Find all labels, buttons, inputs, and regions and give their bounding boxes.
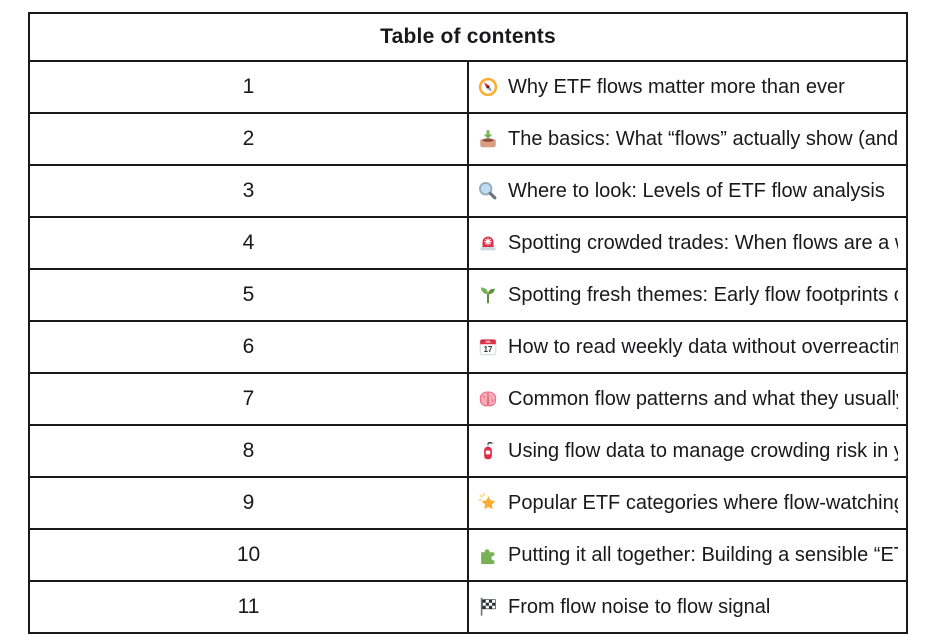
row-number: 11 [29,581,468,633]
siren-icon [477,232,499,254]
checkered-flag-icon [477,596,499,618]
row-title: How to read weekly data without overreac… [508,336,898,359]
row-number: 10 [29,529,468,581]
row-number: 6 [29,321,468,373]
row-number: 3 [29,165,468,217]
puzzle-piece-icon [477,544,499,566]
toc-title: Table of contents [29,13,907,61]
toc-row: 2 The basics: What “flows” actually show… [29,113,907,165]
row-title: Spotting crowded trades: When flows are … [508,232,898,255]
toc-row: 3 Where to look: Levels of ETF flow anal… [29,165,907,217]
toc-row: 11 From flow noise to flow signal [29,581,907,633]
compass-icon [477,76,499,98]
row-number: 9 [29,477,468,529]
toc-header-row: Table of contents [29,13,907,61]
row-number: 4 [29,217,468,269]
row-title: Putting it all together: Building a sens… [508,544,898,567]
toc-row: 9 Popular ETF categories where flow-watc… [29,477,907,529]
toc-row: 7 Common flow patterns and what they usu… [29,373,907,425]
row-title: The basics: What “flows” actually show (… [508,128,898,151]
inbox-tray-icon [477,128,499,150]
toc-row: 8 Using flow data to manage crowding ris… [29,425,907,477]
toc-row: 1 Why ETF flows matter more than ever [29,61,907,113]
svg-text:JUL: JUL [485,340,491,344]
toc-row: 10 Putting it all together: Building a s… [29,529,907,581]
svg-text:17: 17 [484,345,493,354]
toc-row: 5 Spotting fresh themes: Early flow foot… [29,269,907,321]
row-title: Popular ETF categories where flow-watchi… [508,492,898,515]
magnifying-glass-icon [477,180,499,202]
row-number: 7 [29,373,468,425]
fire-extinguisher-icon [477,440,499,462]
glowing-star-icon [477,492,499,514]
toc-table: Table of contents 1 Why ETF flows matter… [28,12,908,634]
row-number: 2 [29,113,468,165]
row-title: From flow noise to flow signal [508,596,770,619]
row-number: 1 [29,61,468,113]
row-number: 5 [29,269,468,321]
row-title: Where to look: Levels of ETF flow analys… [508,180,885,203]
row-number: 8 [29,425,468,477]
brain-icon [477,388,499,410]
row-title: Common flow patterns and what they usual… [508,388,898,411]
row-title: Using flow data to manage crowding risk … [508,440,898,463]
row-title: Spotting fresh themes: Early flow footpr… [508,284,898,307]
toc-row: 4 Spotting crowded trades: When flows ar… [29,217,907,269]
seedling-icon [477,284,499,306]
row-title: Why ETF flows matter more than ever [508,76,845,99]
